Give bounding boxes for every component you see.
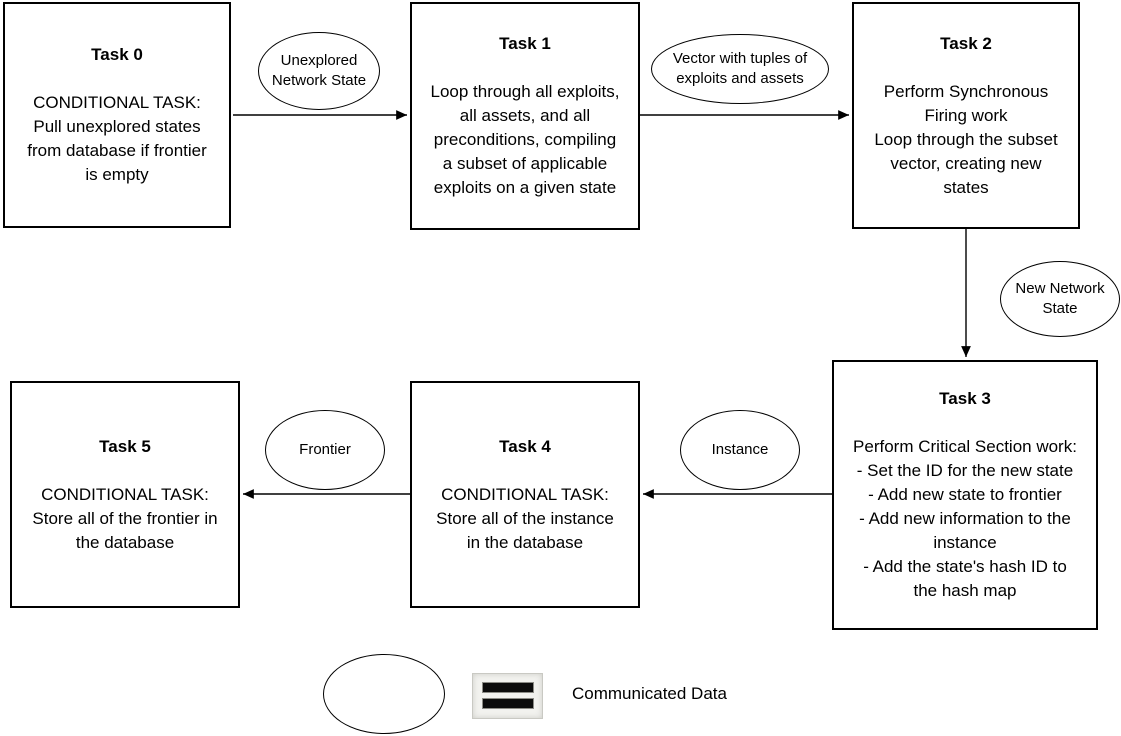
task0-body: CONDITIONAL TASK: Pull unexplored states… [27,93,207,184]
task5-box: Task 5 CONDITIONAL TASK: Store all of th… [10,381,240,608]
task5-title: Task 5 [99,436,151,456]
equals-bar-top [482,682,534,693]
legend-ellipse [323,654,445,734]
task1-title: Task 1 [499,34,551,53]
legend-label: Communicated Data [572,684,727,703]
task2-title: Task 2 [940,33,992,53]
equals-bar-bottom [482,698,534,709]
task5-body: CONDITIONAL TASK: Store all of the front… [32,484,218,552]
task4-title: Task 4 [499,436,551,456]
task4-body: CONDITIONAL TASK: Store all of the insta… [436,484,614,552]
unexplored-network-state-ellipse: Unexplored Network State [258,32,380,110]
equals-icon [472,673,543,719]
task0-title: Task 0 [91,45,143,64]
task1-box: Task 1 Loop through all exploits, all as… [410,2,640,230]
task2-box: Task 2 Perform Synchronous Firing work L… [852,2,1080,229]
task4-box: Task 4 CONDITIONAL TASK: Store all of th… [410,381,640,608]
task2-body: Perform Synchronous Firing work Loop thr… [874,81,1058,197]
vector-tuples-ellipse: Vector with tuples of exploits and asset… [651,34,829,104]
task3-box: Task 3 Perform Critical Section work: - … [832,360,1098,630]
instance-ellipse: Instance [680,410,800,490]
frontier-ellipse: Frontier [265,410,385,490]
task1-body: Loop through all exploits, all assets, a… [430,82,620,197]
new-network-state-ellipse: New Network State [1000,261,1120,337]
task3-body: Perform Critical Section work: - Set the… [853,437,1077,600]
task0-box: Task 0 CONDITIONAL TASK: Pull unexplored… [3,2,231,228]
task3-title: Task 3 [939,389,991,408]
